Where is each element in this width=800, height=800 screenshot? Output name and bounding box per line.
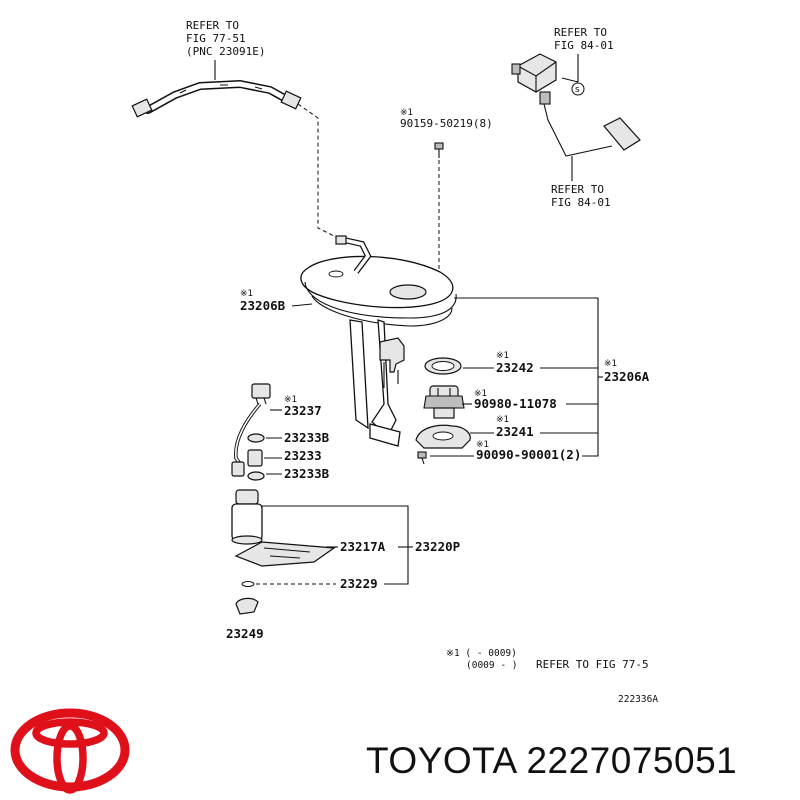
circled-s-icon: s — [571, 82, 585, 96]
clip-23229 — [241, 581, 255, 587]
label-23242: 23242 — [496, 360, 534, 375]
footnote-mark-23237: ※1 — [284, 395, 297, 405]
footnote-mark-90980: ※1 — [474, 389, 487, 399]
label-23249: 23249 — [226, 626, 264, 641]
footnote-line1: ※1 ( - 0009) — [446, 648, 517, 659]
wire-harness-23237 — [231, 383, 271, 477]
footnote-mark-23241: ※1 — [496, 415, 509, 425]
fuel-hose — [131, 79, 302, 118]
footnote-mark-23206B: ※1 — [240, 289, 253, 299]
part-number: 2227075051 — [526, 740, 738, 781]
label-23241: 23241 — [496, 424, 534, 439]
strainer-23217A — [234, 541, 336, 567]
label-23233B-2: 23233B — [284, 466, 330, 481]
refer-top-right-line2: FIG 84-01 — [554, 39, 614, 52]
footnote-refer: REFER TO FIG 77-5 — [536, 658, 649, 671]
refer-top-left-line3: (PNC 23091E) — [186, 45, 265, 58]
label-23233: 23233 — [284, 448, 322, 463]
refer-mid-right-line2: FIG 84-01 — [551, 196, 611, 209]
refer-top-left-line1: REFER TO — [186, 19, 239, 32]
label-90090-90001: 90090-90001(2) — [476, 447, 581, 462]
screw-90090 — [417, 451, 427, 465]
cushion-23233B-lower — [247, 471, 265, 481]
brand-name: TOYOTA — [366, 740, 516, 781]
label-23233B-1: 23233B — [284, 430, 330, 445]
footnote-line2: (0009 - ) — [466, 660, 517, 671]
cushion-23249 — [235, 597, 259, 615]
svg-text:s: s — [575, 85, 580, 95]
figure-id: 222336A — [618, 694, 658, 705]
label-90980-11078: 90980-11078 — [474, 396, 557, 411]
fuel-pump-23220P — [231, 489, 263, 545]
footnote-mark-23242: ※1 — [496, 351, 509, 361]
filter-23233 — [247, 449, 263, 467]
refer-mid-right-line1: REFER TO — [551, 183, 604, 196]
footnote-mark-screw: ※1 — [400, 108, 413, 118]
toyota-logo-icon — [10, 708, 130, 794]
refer-top-left-line2: FIG 77-51 — [186, 32, 246, 45]
refer-top-right-line1: REFER TO — [554, 26, 607, 39]
label-screw: 90159-50219(8) — [400, 117, 493, 130]
pressure-regulator — [423, 385, 465, 419]
footnote-mark-90090: ※1 — [476, 440, 489, 450]
cushion-23233B-upper — [247, 433, 265, 443]
label-23217A: 23217A — [340, 539, 386, 554]
label-23220P: 23220P — [415, 539, 460, 554]
screw-part — [434, 142, 444, 158]
label-23237: 23237 — [284, 403, 322, 418]
brand-part-number-text: TOYOTA 2227075051 — [366, 740, 737, 782]
label-23206B: 23206B — [240, 298, 286, 313]
label-23229: 23229 — [340, 576, 378, 591]
pump-bracket-assembly — [300, 235, 457, 447]
footnote-mark-23206A: ※1 — [604, 359, 617, 369]
label-23206A: 23206A — [604, 369, 650, 384]
fuel-sender-gauge — [511, 53, 641, 157]
